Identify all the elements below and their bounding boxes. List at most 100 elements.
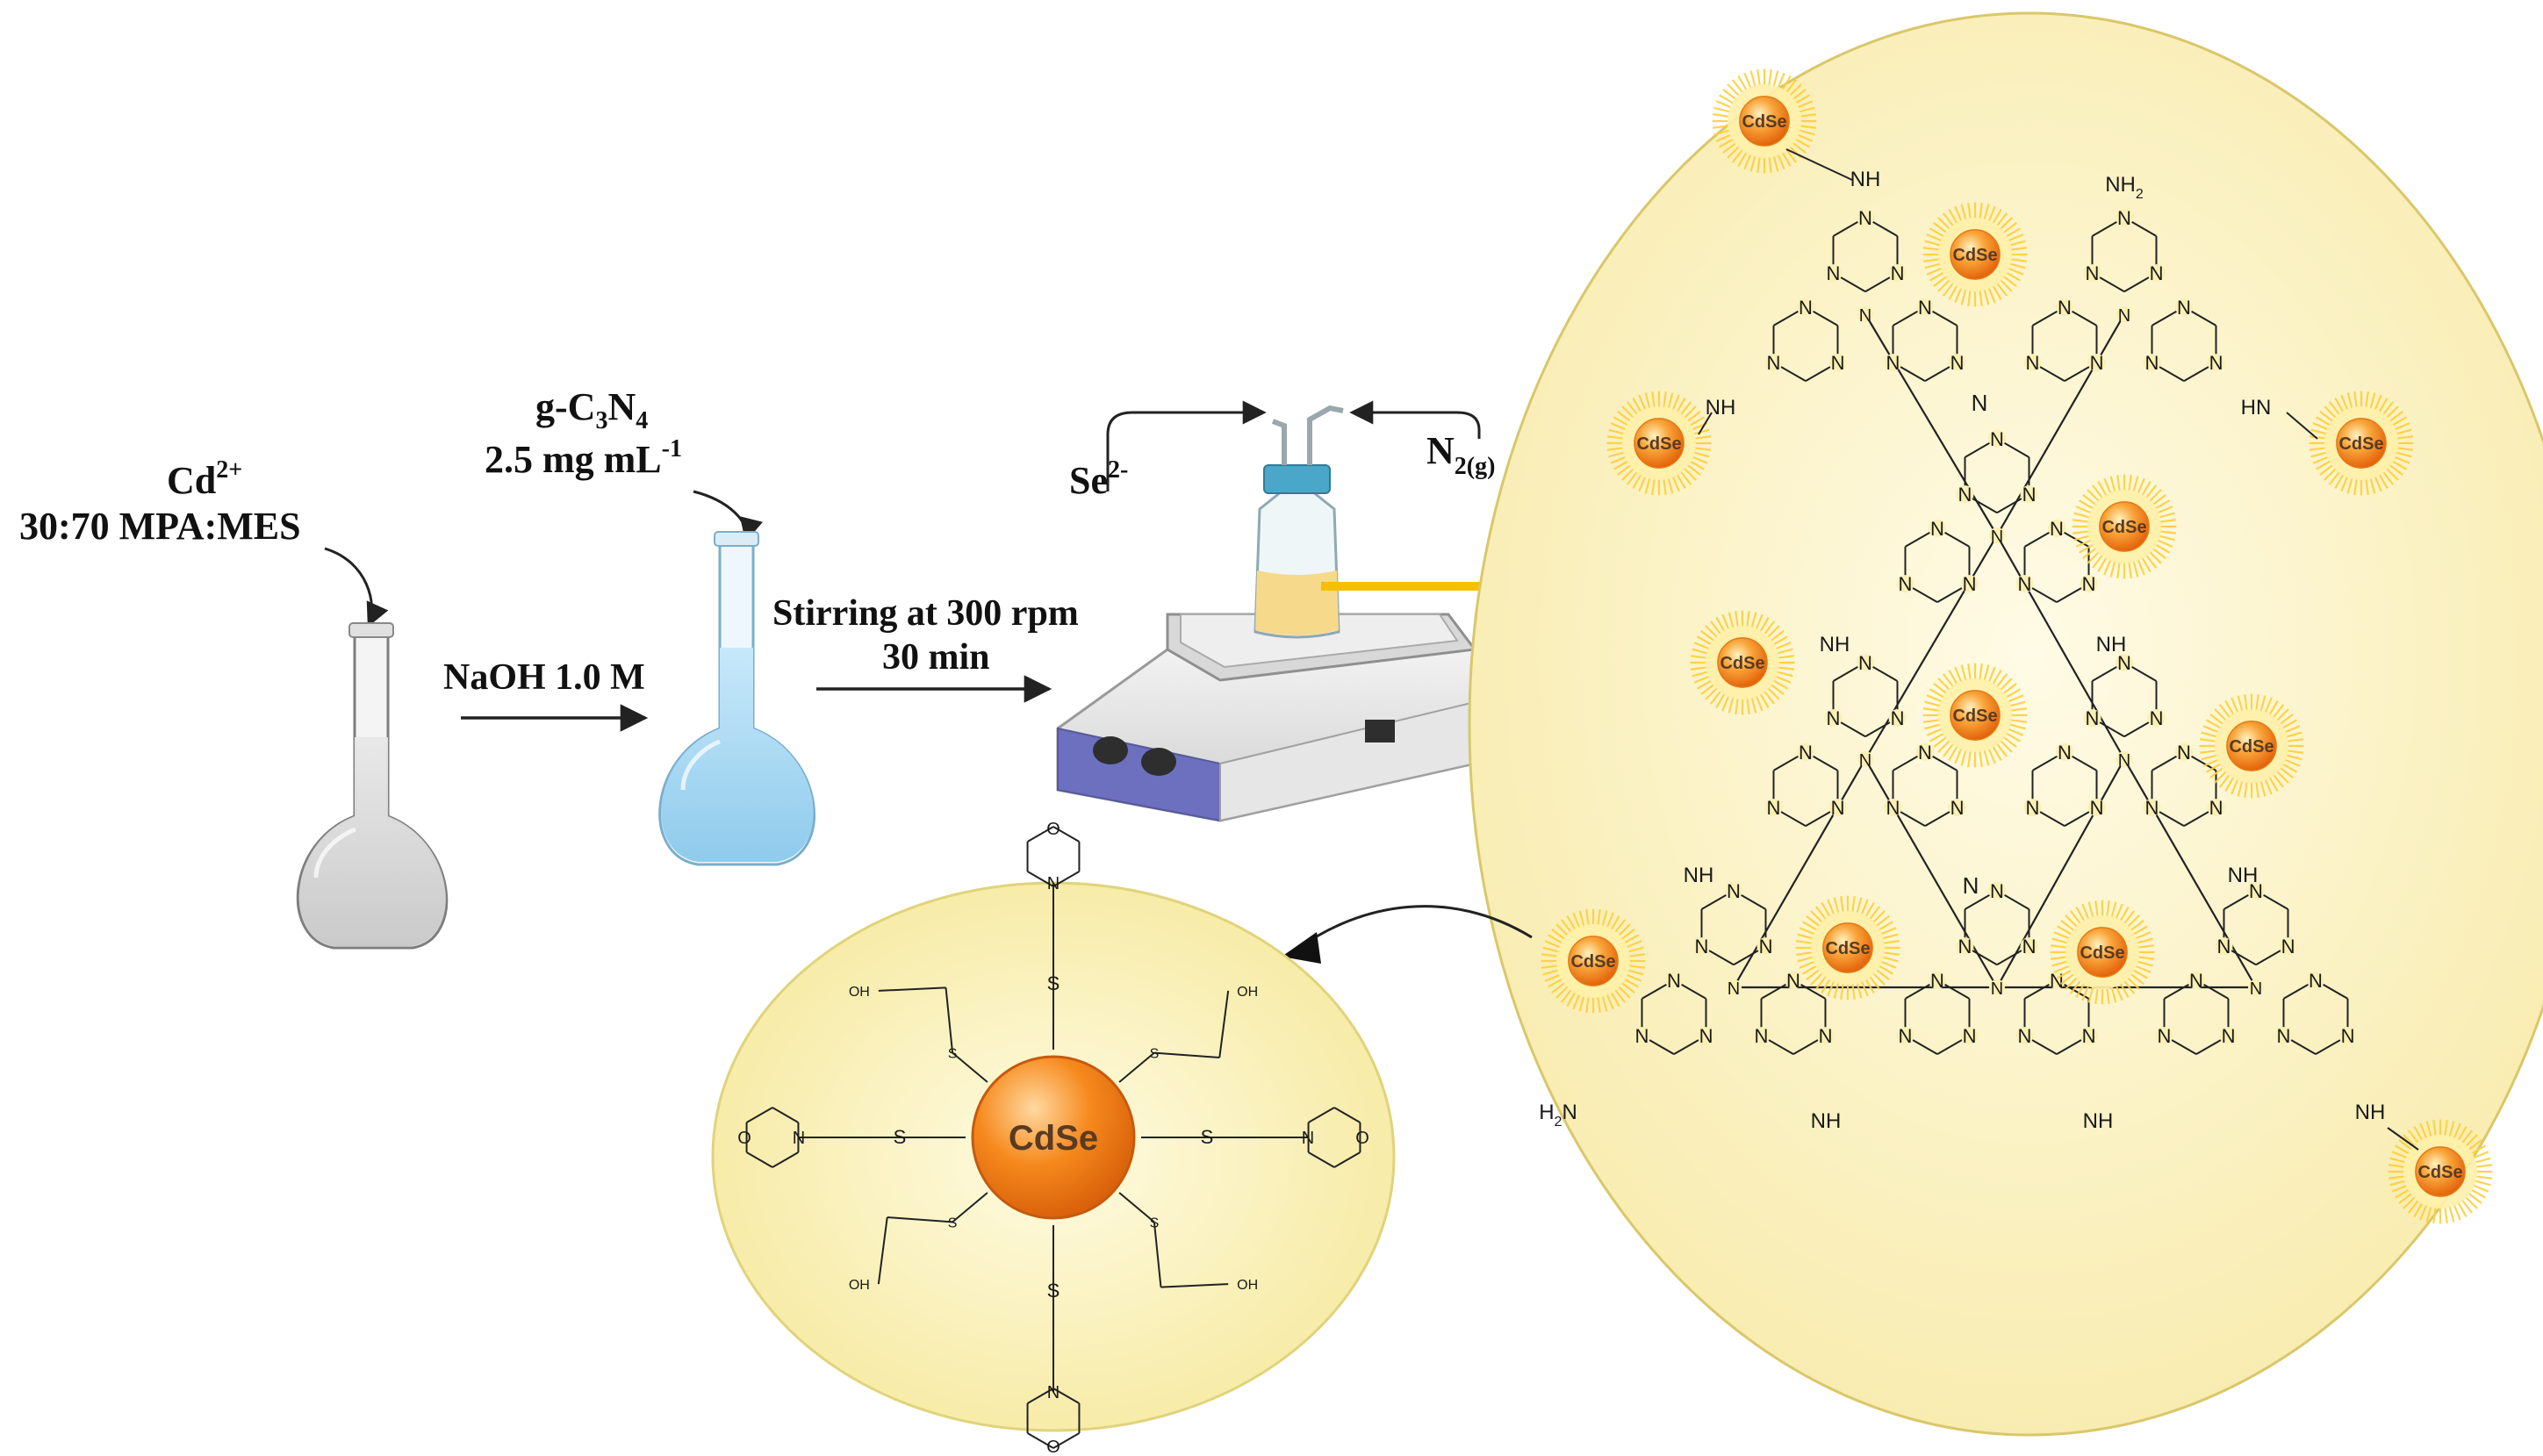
gcn-heptazine-network: NNNNNNNNNNNNNNNNNNNNNNNNNNNNNNNNNNNNNNNN… (1539, 168, 2385, 1133)
cdse-dot-label: CdSe (1825, 939, 1870, 958)
nitrogen-atom: N (2189, 970, 2203, 992)
nitrogen-atom: N (1930, 518, 1944, 540)
volumetric-flask-blue (658, 531, 815, 866)
nitrogen-atom: N (1727, 880, 1741, 902)
nitrogen-atom: N (2341, 1025, 2355, 1047)
nitrogen-atom: N (1047, 874, 1060, 893)
oxygen-atom: O (1355, 1129, 1369, 1148)
ligand-ratio-label: 30:70 MPA:MES (19, 505, 301, 548)
nitrogen-atom: N (2277, 1025, 2291, 1047)
nh-group: NH (1850, 168, 1881, 191)
nitrogen-atom: N (2177, 297, 2191, 319)
nitrogen-atom: N (1858, 207, 1872, 229)
nitrogen-atom: N (1950, 352, 1965, 374)
naoh-label: NaOH 1.0 M (443, 657, 645, 698)
oxygen-atom: O (1046, 1438, 1060, 1456)
mpa-ligand: SOH (1118, 985, 1258, 1083)
sulfur-atom: S (948, 1216, 958, 1230)
nh-group: NH (1820, 633, 1850, 656)
cdse-core-label: CdSe (1009, 1119, 1098, 1158)
mes-ligand-left: SNO (737, 1107, 966, 1168)
nitrogen-atom: N (2309, 970, 2323, 992)
reaction-bottle (1254, 405, 1344, 639)
cdse-quantum-dot: CdSe (2072, 474, 2177, 579)
nitrogen-atom: N (1930, 970, 1944, 992)
cdse-dot-label: CdSe (2229, 737, 2274, 757)
nitrogen-atom: N (2150, 262, 2164, 284)
cdse-quantum-dot: CdSe (2050, 900, 2155, 1005)
hydroxyl-group: OH (1237, 1278, 1258, 1293)
nitrogen-atom: N (1859, 751, 1871, 771)
hydroxyl-group: OH (849, 1278, 870, 1293)
nitrogen-atom: N (1958, 484, 1972, 506)
sulfur-atom: S (1150, 1216, 1160, 1230)
nitrogen-atom: N (1799, 297, 1813, 319)
nitrogen-atom: N (1667, 970, 1681, 992)
magnetic-stirrer (1056, 613, 1477, 822)
nitrogen-atom: N (1991, 979, 2003, 999)
cdse-dot-label: CdSe (1952, 246, 1997, 265)
nitrogen-atom: N (1699, 1025, 1713, 1047)
nitrogen-atom: N (2150, 707, 2164, 729)
nitrogen-atom: N (1990, 428, 2004, 450)
nitrogen-atom: N (1831, 352, 1845, 374)
cdse-quantum-dot: CdSe (2309, 391, 2414, 496)
nitrogen-atom: N (793, 1129, 805, 1148)
nitrogen-atom: N (2145, 352, 2159, 374)
cdse-core (971, 1055, 1136, 1220)
sulfur-atom: S (1150, 1047, 1160, 1062)
mpa-ligand: SOH (849, 985, 988, 1083)
nitrogen-atom: N (1786, 970, 1800, 992)
sulfur-atom: S (1047, 972, 1060, 994)
nitrogen-atom: N (1990, 880, 2004, 902)
nh-group: NH (2228, 864, 2259, 887)
nitrogen-atom: N (1891, 707, 1905, 729)
nitrogen-atom: N (2058, 297, 2072, 319)
nitrogen-atom: N (1827, 707, 1841, 729)
nitrogen-gas-label: N2(g) (1426, 429, 1495, 480)
nitrogen-atom: N (2090, 352, 2104, 374)
nitrogen-atom: N (2082, 1025, 2096, 1047)
nh-group: NH (2083, 1109, 2114, 1133)
nitrogen-atom: N (2118, 306, 2130, 326)
cdse-dot-label: CdSe (1636, 434, 1681, 454)
sulfur-atom: S (894, 1126, 907, 1148)
cdse-quantum-dot: CdSe (1922, 663, 2028, 768)
nitrogen-atom: N (1767, 352, 1781, 374)
zoom-arrow (1298, 905, 1533, 950)
mes-ligand-top: SNO (1026, 820, 1081, 1050)
cdse-quantum-dot: CdSe (1541, 908, 1646, 1014)
nitrogen-atom: N (2022, 936, 2037, 958)
mpa-ligand: S OH (1118, 1192, 1258, 1293)
volumetric-flask-clear (296, 622, 449, 950)
cdse-quantum-dot: CdSe (1690, 610, 1795, 715)
nitrogen-atom: N (1695, 936, 1709, 958)
nitrogen-atom: N (2250, 979, 2262, 999)
nitrogen-atom: N (1858, 652, 1872, 674)
nitrogen-atom: N (2086, 262, 2100, 284)
sulfur-atom: S (948, 1047, 958, 1062)
nitrogen-atom: N (2217, 936, 2231, 958)
nitrogen-atom: N (1963, 1025, 1977, 1047)
nitrogen-atom: N (2118, 751, 2130, 771)
nitrogen-atom: N (1918, 297, 1932, 319)
curved-arrow-to-flask-1 (324, 547, 389, 628)
nitrogen-atom: N (2022, 484, 2037, 506)
bridge-nitrogen: N (1963, 872, 1979, 899)
nitrogen-atom: N (2209, 797, 2223, 819)
nitrogen-atom: N (2018, 573, 2032, 595)
cdse-dot-label: CdSe (2338, 434, 2383, 454)
nitrogen-atom: N (1767, 797, 1781, 819)
nitrogen-atom: N (2026, 797, 2040, 819)
nitrogen-atom: N (2158, 1025, 2172, 1047)
nitrogen-atom: N (1991, 527, 2003, 547)
gcn-concentration-label: 2.5 mg mL-1 (485, 435, 682, 481)
